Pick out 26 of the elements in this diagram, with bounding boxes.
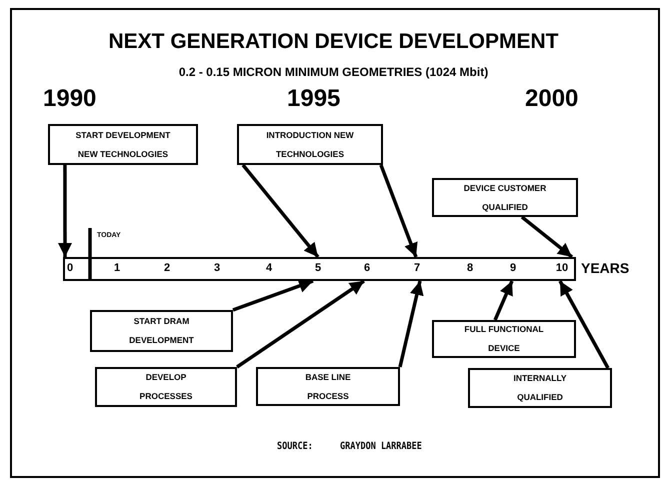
title: NEXT GENERATION DEVICE DEVELOPMENT [108, 30, 560, 54]
arrow [236, 280, 365, 368]
timeline-bar [63, 257, 576, 281]
source-label: SOURCE: [277, 441, 313, 453]
callout-box: START DEVELOPMENT NEW TECHNOLOGIES [48, 124, 198, 165]
callout-box: START DRAM DEVELOPMENT [90, 310, 233, 352]
callout-box: BASE LINE PROCESS [256, 367, 400, 406]
year-label: 2000 [525, 86, 578, 112]
callout-box: INTERNALLY QUALIFIED [468, 368, 612, 408]
arrow [398, 280, 424, 368]
callout-box: INTRODUCTION NEW TECHNOLOGIES [237, 124, 383, 165]
callout-box: DEVICE CUSTOMER QUALIFIED [432, 178, 578, 217]
axis-unit-label: YEARS [581, 260, 630, 276]
callout-box: FULL FUNCTIONAL DEVICE [432, 320, 576, 358]
arrow [379, 164, 418, 258]
arrow [242, 164, 320, 258]
subtitle: 0.2 - 0.15 MICRON MINIMUM GEOMETRIES (1024 Mbit) [178, 65, 490, 80]
year-label: 1990 [43, 86, 96, 112]
callout-box: DEVELOP PROCESSES [95, 367, 237, 407]
arrow [493, 280, 514, 321]
arrow [558, 280, 610, 369]
arrow [520, 216, 574, 258]
arrow [232, 279, 314, 312]
year-label: 1995 [287, 86, 340, 112]
arrow [58, 165, 72, 257]
source-label: GRAYDON LARRABEE [340, 441, 422, 453]
